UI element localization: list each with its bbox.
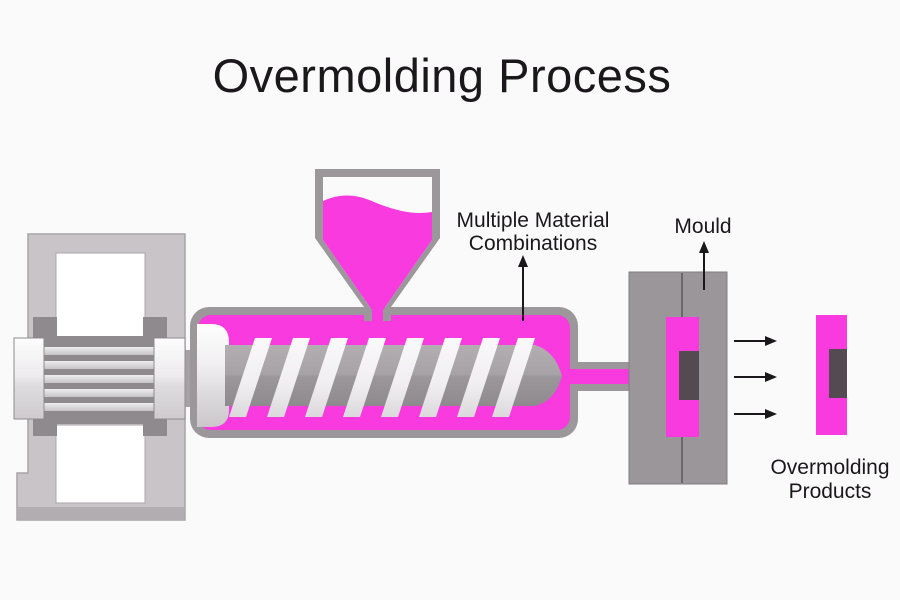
motor-cylinder: [13, 337, 186, 420]
frame-base-shade: [18, 507, 184, 519]
reciprocating-screw: [197, 324, 562, 427]
bearing-bracket-bottom: [46, 415, 154, 424]
screw-flight: [381, 338, 424, 417]
overmolded-product: [816, 315, 847, 435]
annotation-mould: Mould: [674, 215, 732, 290]
screw-flight: [457, 338, 500, 417]
annotation-material-combinations: Multiple Material Combinations: [457, 209, 610, 321]
cylinder-endcap-left: [13, 337, 45, 420]
material-label-line1: Multiple Material: [457, 209, 610, 232]
nozzle: [562, 362, 630, 391]
screw-flight: [419, 338, 462, 417]
mould-label: Mould: [674, 215, 731, 238]
cylinder-rib: [43, 375, 155, 383]
cylinder-rib: [43, 403, 155, 411]
hopper-material: [323, 195, 432, 333]
screw-flight: [229, 338, 272, 417]
motor-unit: [13, 233, 196, 521]
products-label-line2: Products: [789, 480, 872, 503]
nozzle-wall-bottom: [574, 384, 630, 391]
product-insert: [829, 349, 847, 398]
screw-flight: [492, 338, 535, 417]
cylinder-rib: [43, 389, 155, 397]
cylinder-rib: [43, 361, 155, 369]
cylinder-rib: [43, 347, 155, 355]
frame-window-bottom: [55, 424, 146, 504]
nozzle-wall-top: [574, 362, 630, 369]
screw-flight: [305, 338, 348, 417]
screw-flight: [267, 338, 310, 417]
annotation-products: Overmolding Products: [770, 456, 889, 503]
products-label-line1: Overmolding: [770, 456, 889, 479]
frame-window-top: [55, 252, 146, 338]
page-title: Overmolding Process: [213, 49, 672, 102]
hopper: [315, 169, 440, 333]
moulded-part-insert: [679, 351, 699, 400]
mould-block: [628, 271, 728, 485]
ejection-arrows: [734, 336, 777, 419]
nozzle-material-flow: [562, 369, 630, 384]
material-label-line2: Combinations: [469, 232, 597, 255]
screw-piston-cap: [197, 324, 229, 427]
cylinder-endcap-right: [153, 337, 186, 420]
screw-flight: [343, 338, 386, 417]
